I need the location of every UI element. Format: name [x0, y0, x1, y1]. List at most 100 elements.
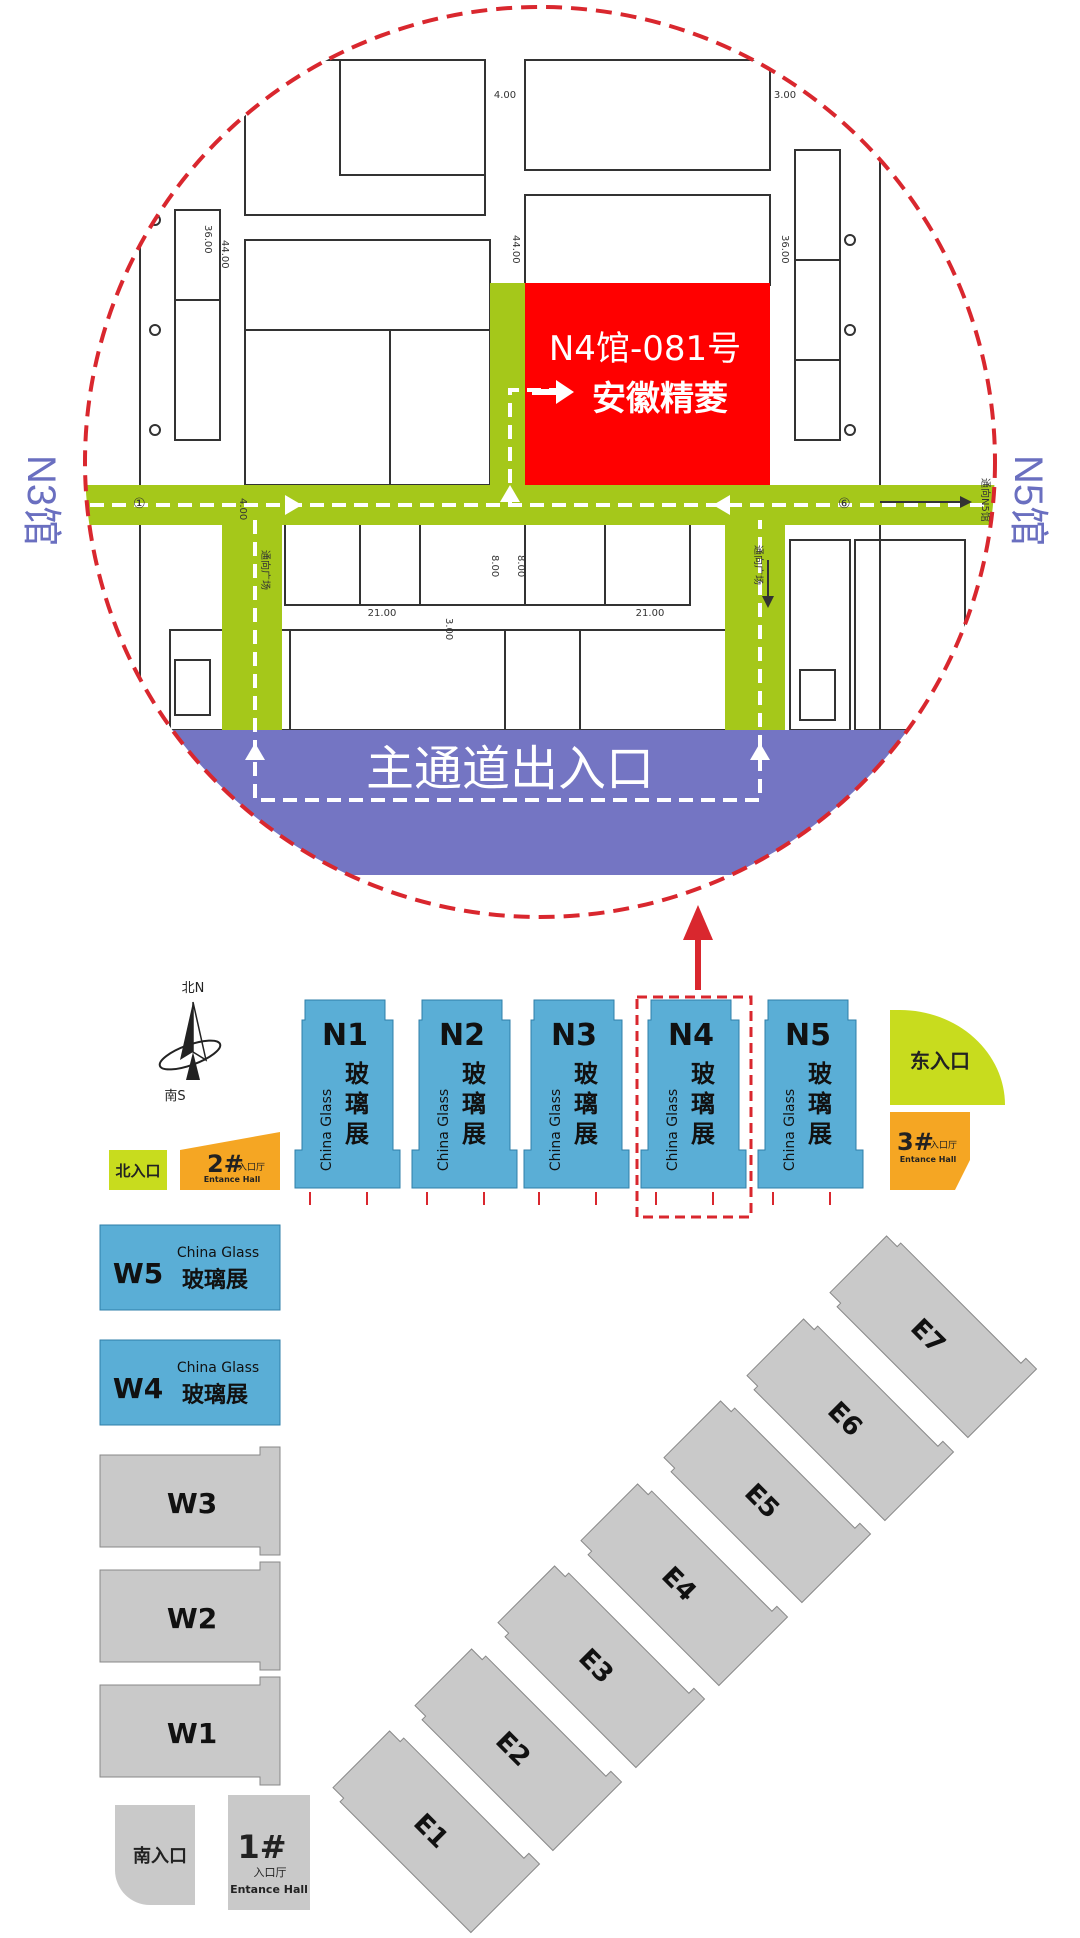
hall-en: China Glass	[177, 1360, 259, 1376]
east-entrance-label: 东入口	[910, 1049, 970, 1073]
east-entrance[interactable]	[890, 1010, 1005, 1105]
hall-en: China Glass	[319, 1089, 335, 1171]
zoom-detail: N4馆-081号 安徽精菱 主通道出入口 4.00 3.00 44.00	[85, 7, 995, 917]
hall-id: W4	[113, 1372, 163, 1405]
direction-arrow-icon	[683, 905, 713, 940]
hall-cn: 璃	[691, 1090, 715, 1118]
passage-note: 通向广场	[752, 545, 765, 585]
hall-e7[interactable]: E7	[826, 1228, 1038, 1439]
hall-en: China Glass	[665, 1089, 681, 1171]
north-entrance[interactable]	[109, 1150, 167, 1190]
passage-note: 通向N5馆	[979, 478, 992, 522]
hall-shape	[99, 1561, 281, 1671]
hall-shape	[757, 999, 864, 1189]
zoom-circle-outline	[83, 5, 997, 919]
svg-text:南S: 南S	[164, 1088, 185, 1104]
hall-shape	[99, 1676, 281, 1786]
south-entrance[interactable]	[115, 1805, 195, 1905]
hall-cn: 玻	[574, 1060, 599, 1088]
south-entrance-label: 南入口	[133, 1845, 187, 1867]
dim-label: 44.00	[219, 240, 230, 269]
hall-e2[interactable]: E2	[411, 1641, 623, 1852]
hall-e4[interactable]: E4	[577, 1476, 789, 1687]
hall1-cn: 入口厅	[254, 1866, 287, 1879]
hall-en: China Glass	[177, 1245, 259, 1261]
hall-cn: 玻	[345, 1060, 370, 1088]
route-dashes	[90, 388, 990, 802]
hall-w1[interactable]: W1	[99, 1676, 281, 1786]
dim-label: 44.00	[510, 235, 521, 264]
hall-id: N2	[439, 1018, 485, 1053]
hall-w2[interactable]: W2	[99, 1561, 281, 1671]
dim-label: 36.00	[779, 235, 790, 264]
hall-e6[interactable]: E6	[743, 1311, 955, 1522]
dim-label: 8.00	[489, 555, 500, 577]
hall-id: W2	[167, 1602, 217, 1635]
hall-shape	[663, 1400, 872, 1604]
hall-e5[interactable]: E5	[660, 1393, 872, 1604]
hall2-cn: 入口厅	[238, 1162, 265, 1173]
hall-cn: 展	[345, 1120, 369, 1148]
passage-note: 通向广场	[259, 550, 272, 590]
dimension-labels: 4.00 3.00 44.00 36.00 44.00 36.00 4.00 8…	[133, 90, 992, 640]
hall-id: W1	[167, 1717, 217, 1750]
hall-shape	[523, 999, 630, 1189]
hall-id: N3	[551, 1018, 597, 1053]
hall1-num: 1#	[237, 1828, 286, 1866]
hall-id: W3	[167, 1487, 217, 1520]
hall2-entrance[interactable]	[180, 1132, 280, 1190]
hall-id: N4	[668, 1018, 714, 1053]
hall-shape	[414, 1648, 623, 1852]
route-arrows	[245, 485, 770, 760]
dim-label: 36.00	[202, 225, 213, 254]
n3-hall-label: N3馆	[19, 455, 63, 546]
hall-cn: 璃	[345, 1090, 369, 1118]
svg-text:北N: 北N	[182, 981, 205, 996]
hall-id: N1	[322, 1018, 368, 1053]
hall-cn: 展	[808, 1120, 832, 1148]
hall-cn: 玻	[462, 1060, 487, 1088]
hall-cn: 玻	[808, 1060, 833, 1088]
hall-cn: 璃	[462, 1090, 486, 1118]
hall-shape	[99, 1224, 281, 1311]
hall-cn: 展	[574, 1120, 598, 1148]
hall2-num: 2#	[207, 1150, 244, 1178]
hall3-entrance[interactable]	[890, 1112, 970, 1190]
hall-shape	[294, 999, 401, 1189]
hall-shape	[640, 999, 747, 1189]
dim-label: 3.00	[774, 90, 796, 101]
booth-number: N4馆-081号	[549, 329, 741, 369]
dim-label: 4.00	[237, 498, 248, 520]
dim-label: 4.00	[494, 90, 516, 101]
axis-marker: ⑥	[838, 496, 851, 512]
hall-shape	[829, 1235, 1038, 1439]
hall3-num: 3#	[897, 1128, 934, 1156]
direction-arrow-icon	[556, 380, 574, 404]
hall-shape	[497, 1565, 706, 1769]
n4-highlight	[635, 995, 753, 1219]
hall-shape	[411, 999, 518, 1189]
dim-label: 3.00	[443, 618, 454, 640]
hall1-en: Entance Hall	[230, 1883, 308, 1896]
hall-cn: 璃	[574, 1090, 598, 1118]
hall-e1[interactable]: E1	[329, 1723, 541, 1934]
dim-label: 21.00	[636, 608, 665, 619]
hall-e3[interactable]: E3	[494, 1558, 706, 1769]
hall-en: China Glass	[436, 1089, 452, 1171]
hall-w3[interactable]: W3	[99, 1446, 281, 1556]
hall1-entrance[interactable]	[228, 1795, 310, 1910]
hall3-cn: 入口厅	[930, 1140, 957, 1151]
booth-081[interactable]	[525, 283, 770, 485]
